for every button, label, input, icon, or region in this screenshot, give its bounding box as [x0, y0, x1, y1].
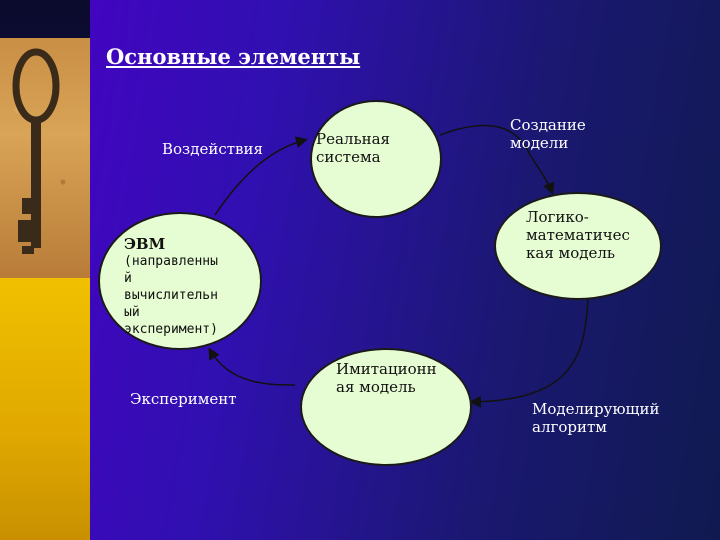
evm-line-4: ый [124, 304, 218, 321]
evm-line-1: (направленны [124, 253, 218, 270]
model-creation-line-1: Создание [510, 116, 586, 134]
logic-math-line-2: математичес [526, 226, 630, 244]
evm-line-2: й [124, 270, 218, 287]
modeling-algorithm-line-2: алгоритм [532, 418, 659, 436]
logic-math-line-1: Логико- [526, 208, 630, 226]
node-real-system-label: Реальная система [316, 130, 390, 166]
logic-math-line-3: кая модель [526, 244, 630, 262]
label-impacts: Воздействия [162, 140, 263, 158]
real-system-line-2: система [316, 148, 390, 166]
arrow-model-to-algorithm [472, 298, 588, 402]
evm-line-5: эксперимент) [124, 321, 218, 338]
node-simulation-model-label: Имитационн ая модель [336, 360, 437, 396]
model-creation-line-2: модели [510, 134, 586, 152]
evm-line-3: вычислительн [124, 287, 218, 304]
node-evm-label: ЭВМ (направленны й вычислительн ый экспе… [124, 236, 218, 338]
evm-heading: ЭВМ [124, 236, 218, 253]
label-experiment: Эксперимент [130, 390, 237, 408]
real-system-line-1: Реальная [316, 130, 390, 148]
simulation-line-2: ая модель [336, 378, 437, 396]
label-modeling-algorithm: Моделирующий алгоритм [532, 400, 659, 436]
modeling-algorithm-line-1: Моделирующий [532, 400, 659, 418]
arrow-experiment-to-evm [210, 350, 295, 385]
node-logic-math-model-label: Логико- математичес кая модель [526, 208, 630, 262]
simulation-line-1: Имитационн [336, 360, 437, 378]
label-model-creation: Создание модели [510, 116, 586, 152]
